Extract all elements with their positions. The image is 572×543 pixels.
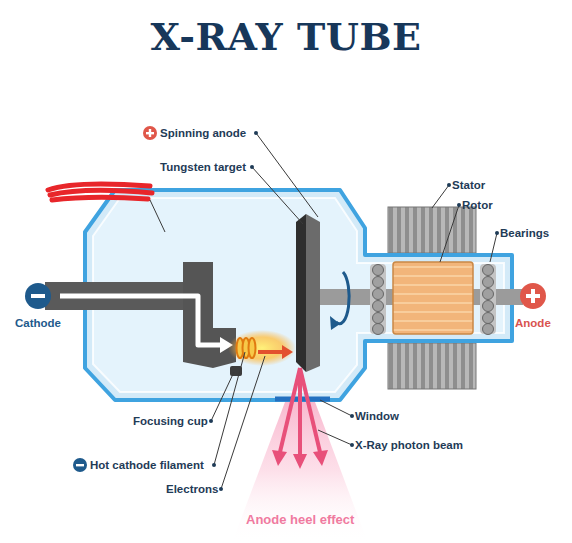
anode-disc (306, 214, 320, 372)
plus-sign (149, 129, 151, 137)
leader-lines (150, 133, 497, 489)
cathode-terminal (25, 283, 51, 309)
plus-sign (531, 289, 535, 303)
bearing-ball (373, 277, 384, 288)
bearing-balls (370, 264, 496, 335)
anode-terminal (520, 283, 546, 309)
leader-line (318, 430, 352, 445)
bearing-ball (373, 324, 384, 335)
filament-coil (249, 338, 256, 358)
leader-dots (209, 131, 499, 491)
part-label: Rotor (462, 198, 493, 212)
leader-dot (447, 183, 451, 187)
part-label: Bearings (500, 226, 549, 240)
leader-line (211, 372, 234, 421)
xray-arrow (300, 368, 320, 452)
rotor (393, 262, 473, 334)
part-label: Anode heel effect (246, 512, 354, 528)
leader-line (252, 167, 303, 224)
part-label: Tungsten target (160, 160, 246, 174)
bearing-ball (373, 313, 384, 324)
bearing-ball (373, 265, 384, 276)
minus-sign (31, 294, 45, 298)
diagram-title: X-RAY TUBE (0, 14, 572, 59)
stator-top (388, 207, 476, 253)
part-label: Window (355, 409, 399, 423)
electron-arrowhead (282, 345, 293, 359)
xray-arrowhead (313, 450, 328, 466)
part-label: Hot cathode filament (90, 458, 204, 472)
leader-dot (254, 131, 258, 135)
leader-line (214, 352, 245, 465)
leader-line (150, 200, 165, 232)
leader-line (320, 400, 352, 416)
part-label: Stator (452, 178, 485, 192)
rotation-arrowhead (330, 316, 340, 330)
bearing-ball (483, 265, 494, 276)
leader-line (221, 356, 265, 489)
leader-dot (212, 463, 216, 467)
minus-icon (73, 458, 87, 472)
current-arrow (60, 296, 222, 345)
xray-arrows (280, 368, 320, 456)
part-label: Focusing cup (133, 414, 208, 428)
plus-icon (143, 126, 157, 140)
stator-bottom (388, 343, 476, 389)
tungsten-target (296, 214, 306, 372)
leader-line (440, 205, 459, 262)
leader-line (490, 233, 497, 262)
leader-dot (457, 203, 461, 207)
bearing-ball (483, 289, 494, 300)
leader-dot (350, 443, 354, 447)
xray-arrowhead (272, 450, 287, 466)
leader-dot (219, 487, 223, 491)
bearing-race (370, 264, 386, 334)
part-label: X-Ray photon beam (355, 438, 463, 452)
bearing-ball (483, 313, 494, 324)
part-label: Spinning anode (160, 126, 246, 140)
electron-arrow (258, 350, 283, 354)
minus-sign (76, 464, 84, 466)
part-label: Anode (515, 316, 551, 330)
bearing-ball (483, 277, 494, 288)
xray-arrow (280, 368, 300, 452)
cathode-holder (183, 262, 236, 368)
rotation-arrow (336, 272, 349, 324)
leader-line (256, 133, 318, 217)
filament-glow (228, 330, 296, 366)
bearing-ball (373, 289, 384, 300)
bearing-race (480, 264, 496, 334)
xray-arrowhead (293, 454, 307, 469)
leader-dot (495, 231, 499, 235)
bearing-ball (483, 324, 494, 335)
leader-dot (350, 414, 354, 418)
redaction-scribble (48, 184, 152, 200)
part-label: Cathode (15, 316, 61, 330)
leader-line (432, 185, 449, 208)
leader-dot (250, 165, 254, 169)
part-label: Electrons (166, 482, 218, 496)
bearing-ball (483, 301, 494, 312)
leader-dot (209, 419, 213, 423)
bearing-ball (373, 301, 384, 312)
